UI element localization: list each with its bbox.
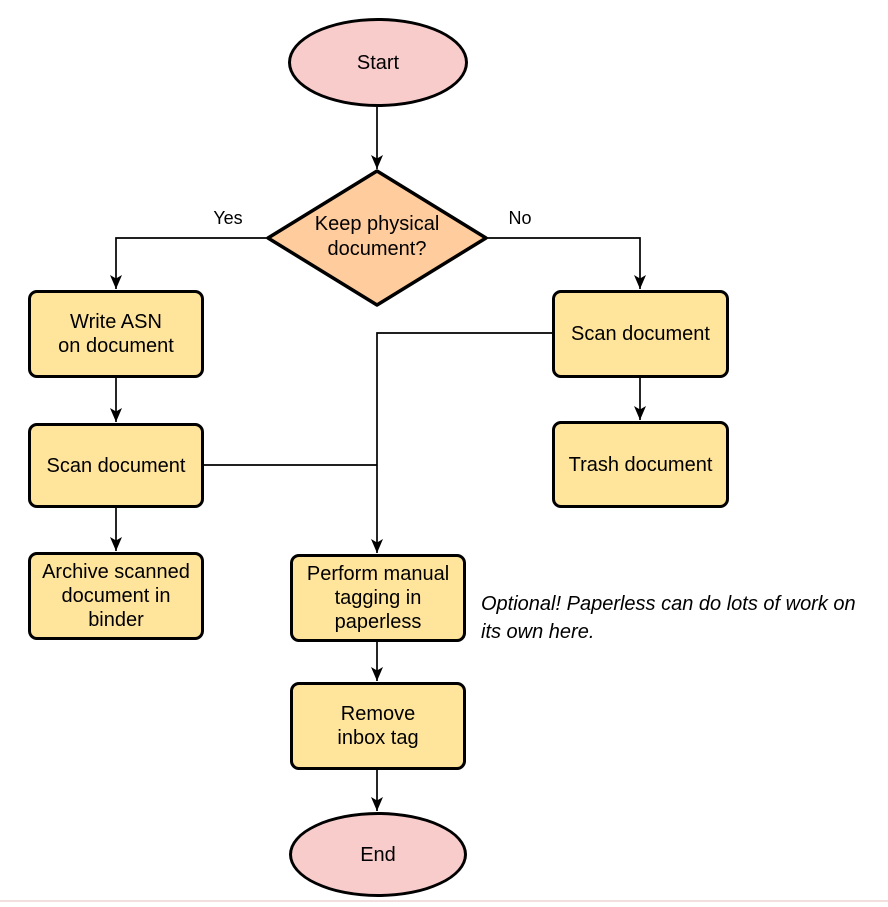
annotation-optional-note: Optional! Paperless can do lots of work … <box>481 593 856 643</box>
decision-diamond-shape <box>266 169 488 307</box>
node-start: Start <box>288 18 468 107</box>
edge-label-no: No <box>508 208 532 228</box>
node-manual-tagging: Perform manual tagging in paperless <box>290 554 466 642</box>
node-trash-document: Trash document <box>552 421 729 508</box>
node-scan-document-right: Scan document <box>552 290 729 378</box>
node-label: Perform manual tagging in paperless <box>306 563 450 633</box>
node-label: Scan document <box>571 323 710 345</box>
node-end: End <box>289 812 467 897</box>
node-label: Scan document <box>46 454 186 477</box>
node-remove-inbox-tag: Remove inbox tag <box>290 682 466 770</box>
connector-decision-no-to-scan-right <box>487 237 646 289</box>
node-label: Write ASN on document <box>58 311 174 357</box>
node-archive-binder: Archive scanned document in binder <box>28 552 204 640</box>
node-label: End <box>360 843 396 866</box>
node-label: Archive scanned document in binder <box>42 561 190 631</box>
node-label: Trash document <box>568 453 713 476</box>
node-label: Start <box>356 51 400 74</box>
node-scan-document-left: Scan document <box>28 423 204 508</box>
edge-label-yes: Yes <box>213 208 243 228</box>
connector-decision-yes-to-write-asn <box>110 237 267 289</box>
node-label: Remove inbox tag <box>337 703 419 749</box>
page-bottom-divider <box>0 900 888 902</box>
connector-scan-right-to-tagging <box>371 332 552 553</box>
node-decision-label: Keep physical document? <box>314 213 440 260</box>
node-write-asn: Write ASN on document <box>28 290 204 378</box>
